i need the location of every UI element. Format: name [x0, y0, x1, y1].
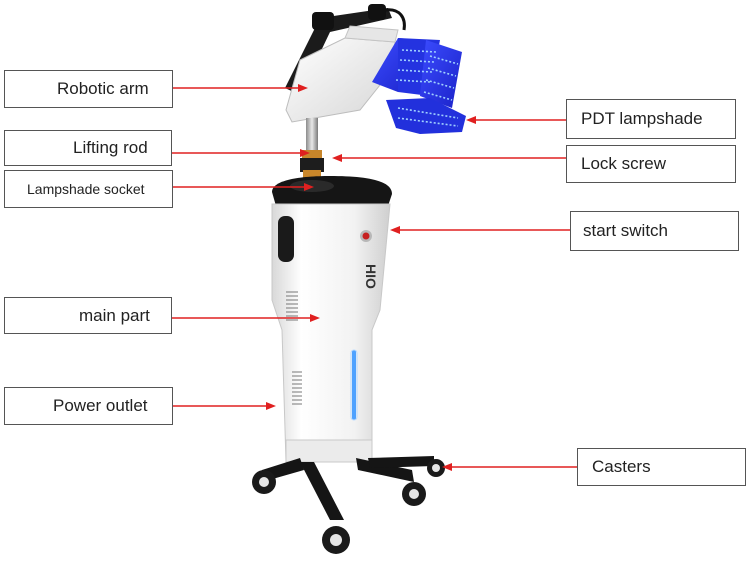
caster-base [252, 456, 445, 554]
label-pdt-lampshade: PDT lampshade [566, 99, 736, 139]
label-main-part-text: main part [79, 306, 150, 326]
lifting-rod [300, 118, 324, 180]
label-lifting-rod-text: Lifting rod [73, 138, 148, 158]
label-robotic-arm: Robotic arm [4, 70, 173, 108]
label-casters-text: Casters [592, 457, 651, 477]
label-lifting-rod: Lifting rod [4, 130, 172, 166]
label-main-part: main part [4, 297, 172, 334]
main-body: HIO [272, 204, 390, 462]
label-power-outlet-text: Power outlet [53, 396, 148, 416]
label-power-outlet: Power outlet [4, 387, 173, 425]
label-start-switch-text: start switch [583, 221, 668, 241]
label-lock-screw: Lock screw [566, 145, 736, 183]
label-casters: Casters [577, 448, 746, 486]
label-robotic-arm-text: Robotic arm [57, 79, 149, 99]
label-lock-screw-text: Lock screw [581, 154, 666, 174]
lampshade-socket [272, 176, 392, 206]
label-lampshade-socket: Lampshade socket [4, 170, 173, 208]
label-start-switch: start switch [570, 211, 739, 251]
label-pdt-lampshade-text: PDT lampshade [581, 109, 703, 129]
device-brand-text: HIO [363, 264, 379, 289]
label-lampshade-socket-text: Lampshade socket [27, 181, 145, 197]
